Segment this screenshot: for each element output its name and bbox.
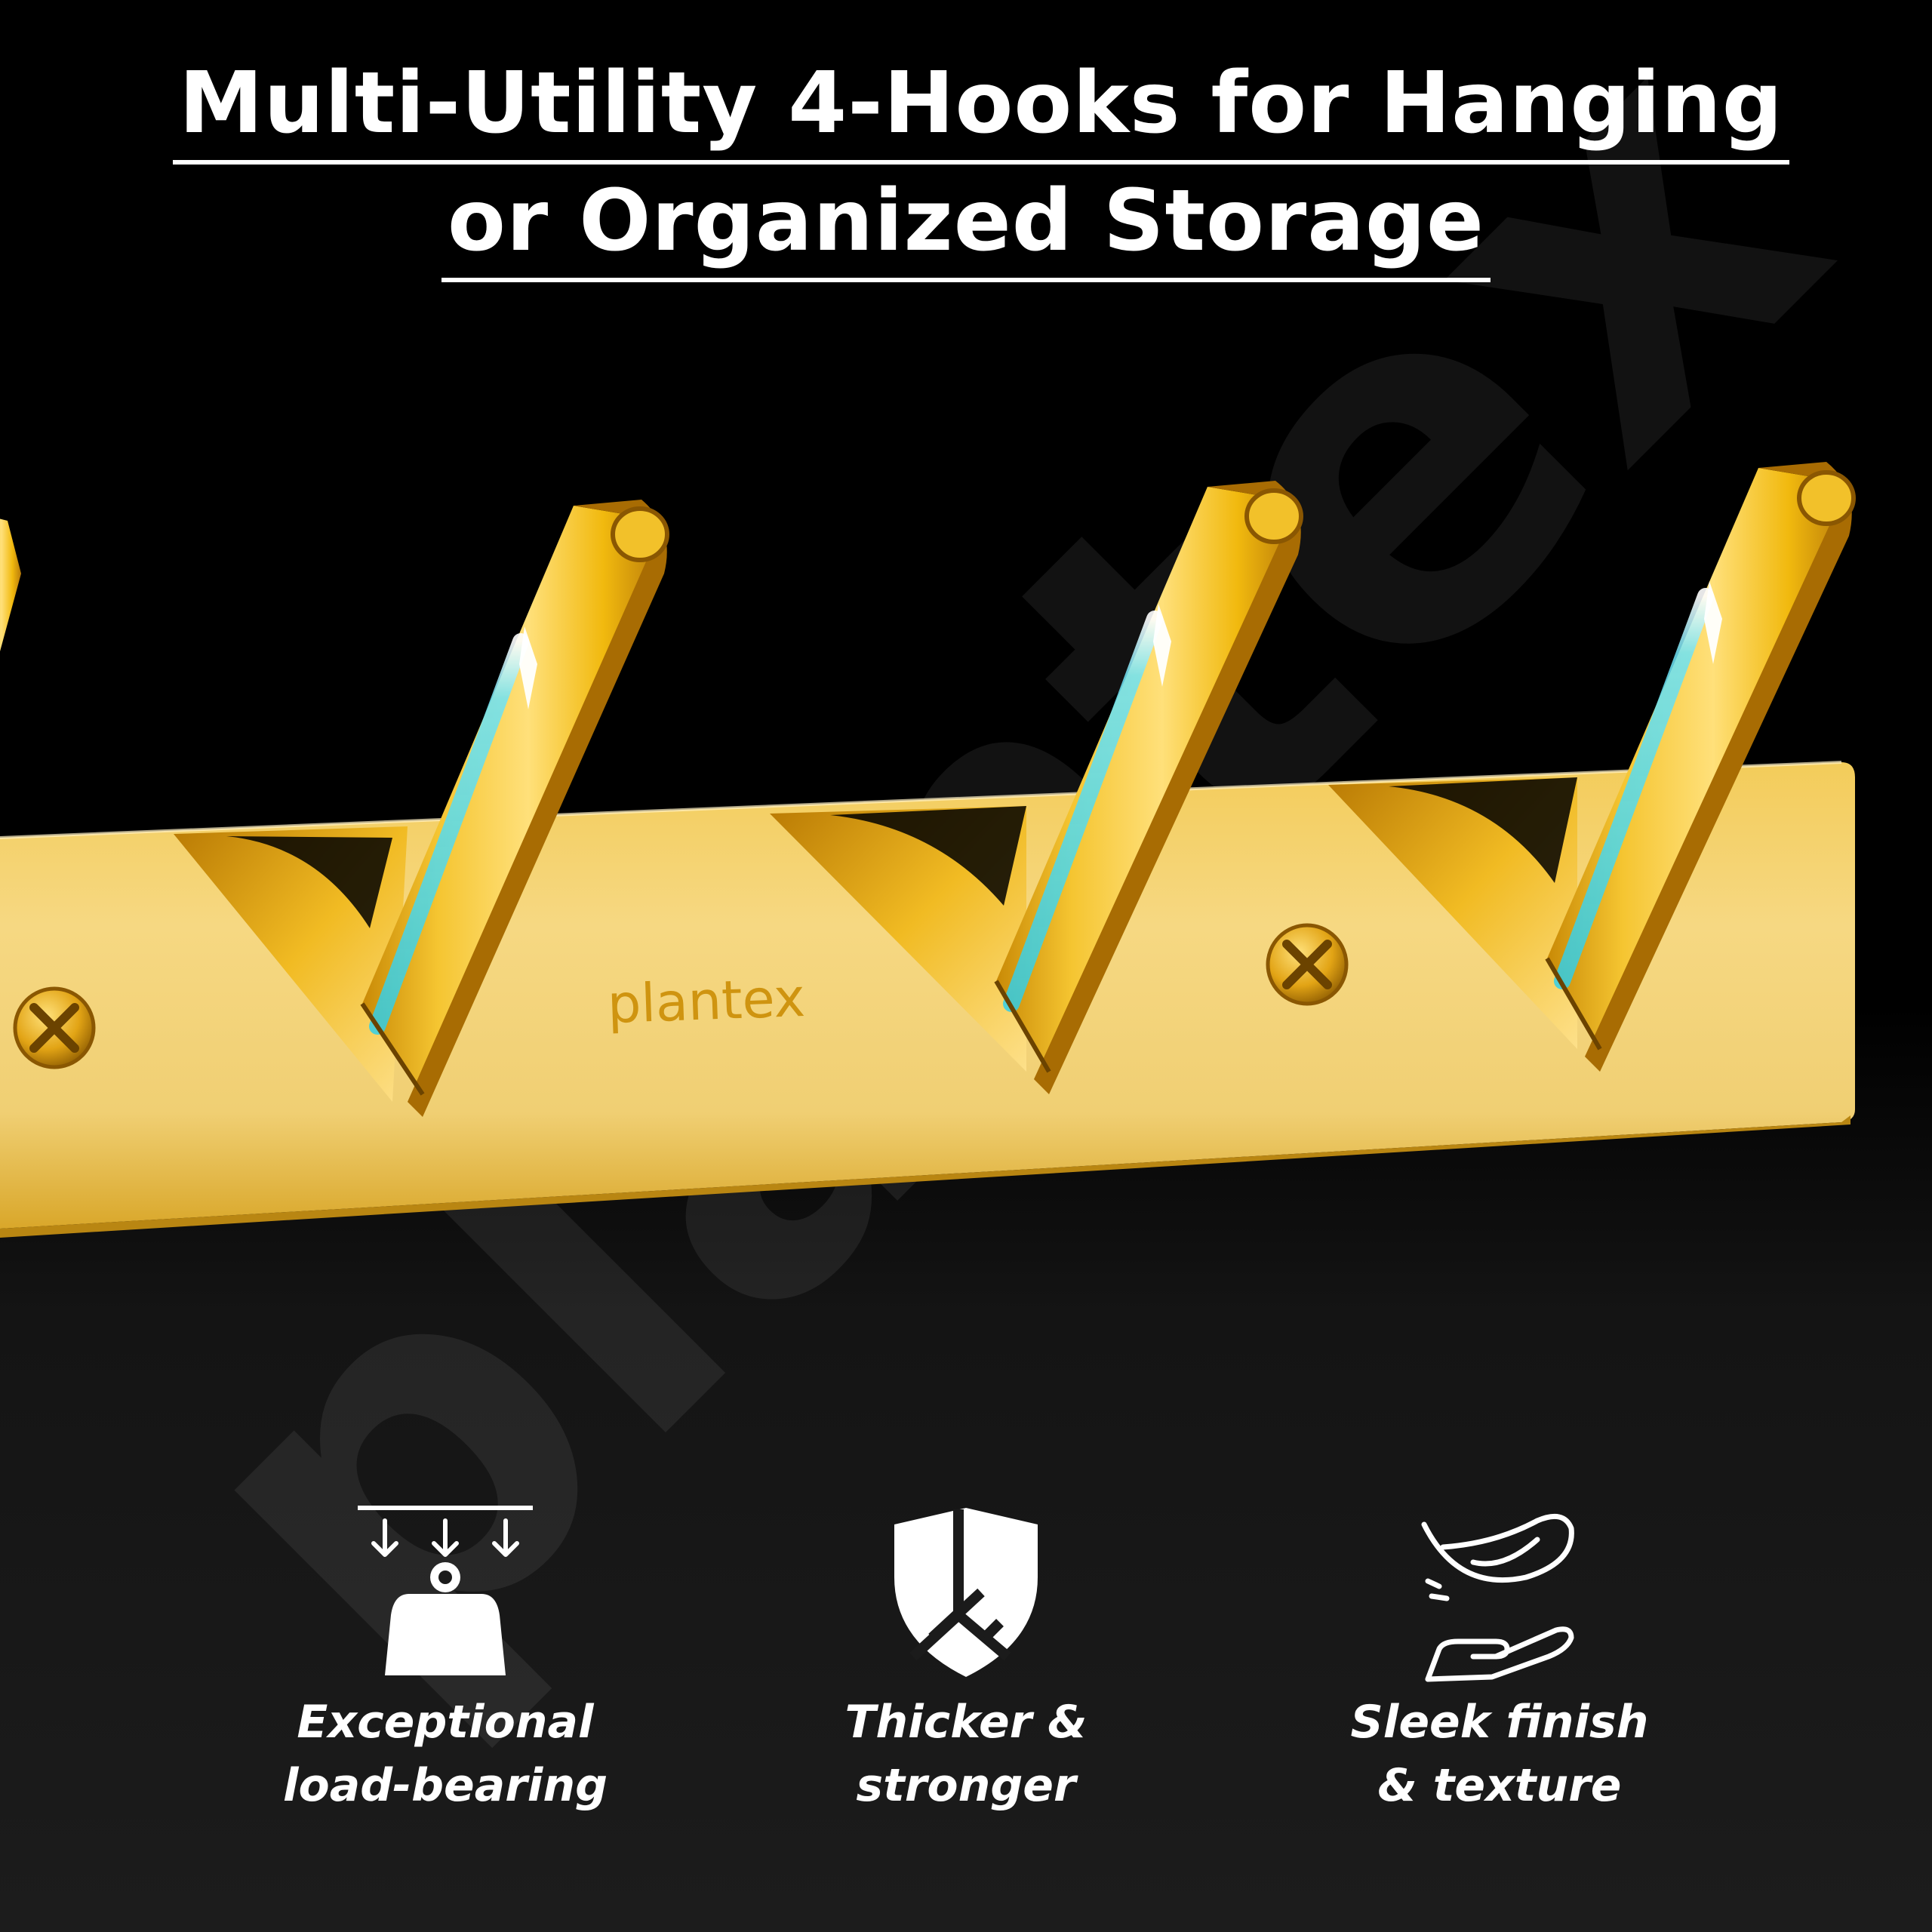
headline: Multi-Utility 4-Hooks for Hanging or Org… bbox=[0, 47, 1932, 282]
feature-caption: Thicker & stronger bbox=[844, 1696, 1088, 1812]
feature-thicker-stronger: Thicker & stronger bbox=[755, 1472, 1177, 1817]
screw-icon bbox=[13, 986, 96, 1069]
feature-caption: Exceptional load-bearing bbox=[282, 1696, 608, 1812]
feature-list: Exceptional load-bearing Thicker & stron… bbox=[0, 1472, 1932, 1819]
headline-line-1: Multi-Utility 4-Hooks for Hanging bbox=[173, 47, 1789, 165]
feature-sleek-finish: Sleek finish & texture bbox=[1288, 1472, 1711, 1817]
screw-icon bbox=[1266, 923, 1349, 1006]
hook-icon bbox=[0, 518, 21, 652]
rail-brand-logo: plantex bbox=[607, 967, 807, 1035]
hook-icon bbox=[1545, 462, 1856, 1072]
weight-load-icon bbox=[358, 1506, 533, 1675]
rail-notches bbox=[174, 777, 1577, 1102]
feature-load-bearing: Exceptional load-bearing bbox=[234, 1472, 657, 1817]
hook-icon bbox=[360, 500, 669, 1117]
hook-icon bbox=[994, 481, 1303, 1094]
feature-hand-icon bbox=[1421, 1513, 1574, 1682]
headline-line-2: or Organized Storage bbox=[441, 165, 1491, 282]
feature-caption: Sleek finish & texture bbox=[1350, 1696, 1649, 1812]
shield-icon bbox=[894, 1508, 1038, 1677]
